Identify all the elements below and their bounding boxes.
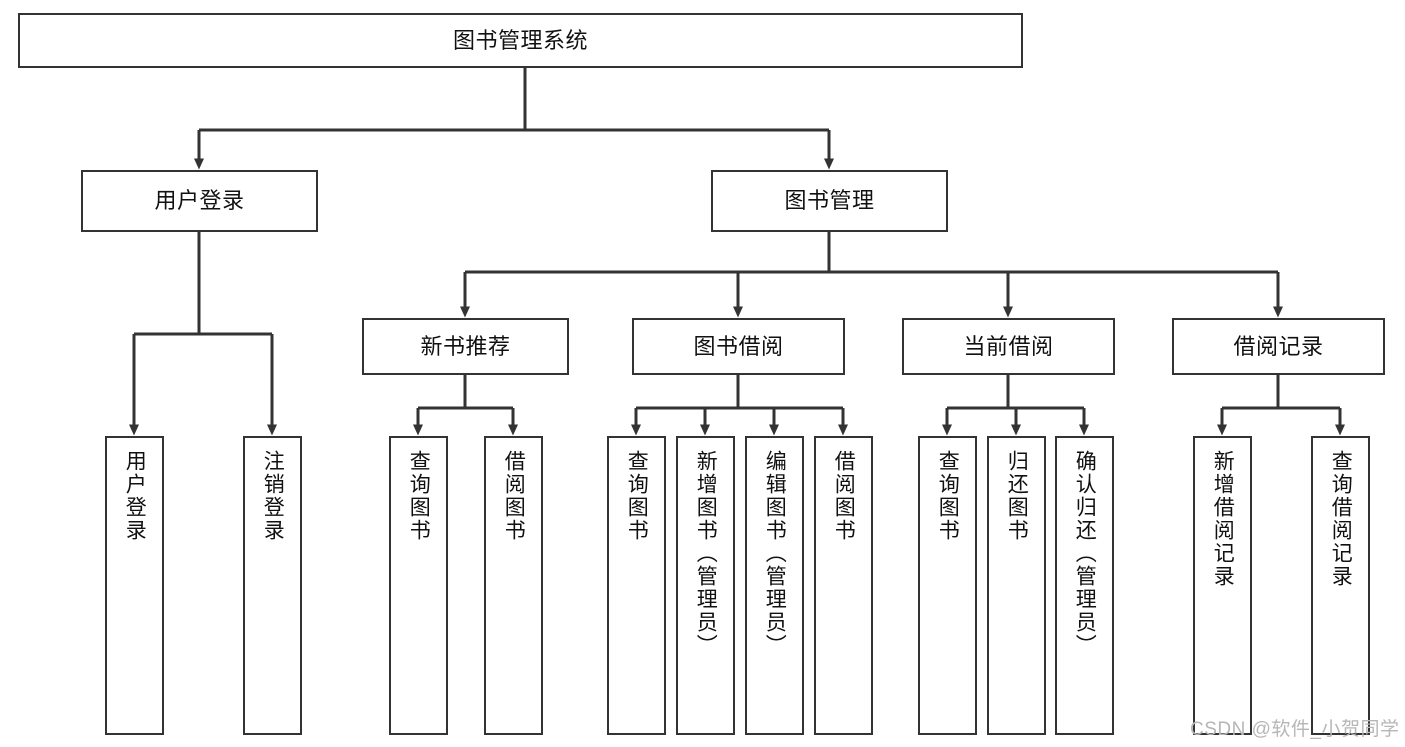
node-leaf-confirm-return-label: 确认归还（管理员） [1073,450,1097,657]
node-book-manage[interactable]: 图书管理 [711,170,948,232]
node-user-login-label: 用户登录 [154,188,245,214]
node-leaf-return-book-label: 归还图书 [1005,450,1029,542]
node-leaf-borrow-book-2[interactable]: 借阅图书 [814,436,873,735]
node-borrow-record[interactable]: 借阅记录 [1172,318,1385,375]
node-leaf-user-logout-label: 注销登录 [261,450,285,542]
node-leaf-user-login[interactable]: 用户登录 [105,436,164,735]
node-leaf-query-book-1-label: 查询图书 [407,450,431,542]
node-new-book-rec[interactable]: 新书推荐 [362,318,569,375]
node-book-borrow[interactable]: 图书借阅 [632,318,845,375]
node-leaf-user-logout[interactable]: 注销登录 [243,436,302,735]
node-borrow-record-label: 借阅记录 [1233,333,1324,359]
node-leaf-edit-book-label: 编辑图书（管理员） [763,450,787,657]
node-leaf-query-record[interactable]: 查询借阅记录 [1311,436,1370,735]
node-leaf-confirm-return[interactable]: 确认归还（管理员） [1055,436,1114,735]
node-current-borrow-label: 当前借阅 [963,333,1054,359]
node-leaf-query-book-3[interactable]: 查询图书 [918,436,977,735]
node-leaf-add-book-label: 新增图书（管理员） [694,450,718,657]
node-leaf-query-book-3-label: 查询图书 [936,450,960,542]
node-leaf-user-login-label: 用户登录 [123,450,147,542]
node-leaf-borrow-book-1-label: 借阅图书 [502,450,526,542]
node-leaf-edit-book[interactable]: 编辑图书（管理员） [745,436,804,735]
node-leaf-return-book[interactable]: 归还图书 [987,436,1046,735]
node-root[interactable]: 图书管理系统 [18,13,1023,68]
node-leaf-add-book[interactable]: 新增图书（管理员） [676,436,735,735]
node-user-login[interactable]: 用户登录 [81,170,318,232]
node-book-borrow-label: 图书借阅 [693,333,784,359]
node-current-borrow[interactable]: 当前借阅 [902,318,1115,375]
node-leaf-query-book-2[interactable]: 查询图书 [607,436,666,735]
node-leaf-borrow-book-2-label: 借阅图书 [832,450,856,542]
node-root-label: 图书管理系统 [452,27,588,53]
watermark-text: CSDN @软件_小贺同学 [1190,719,1400,740]
node-leaf-query-book-2-label: 查询图书 [625,450,649,542]
node-leaf-add-record[interactable]: 新增借阅记录 [1193,436,1252,735]
node-leaf-query-record-label: 查询借阅记录 [1329,450,1353,588]
node-leaf-query-book-1[interactable]: 查询图书 [389,436,448,735]
node-new-book-rec-label: 新书推荐 [420,333,511,359]
node-book-manage-label: 图书管理 [784,188,875,214]
node-leaf-borrow-book-1[interactable]: 借阅图书 [484,436,543,735]
node-leaf-add-record-label: 新增借阅记录 [1211,450,1235,588]
